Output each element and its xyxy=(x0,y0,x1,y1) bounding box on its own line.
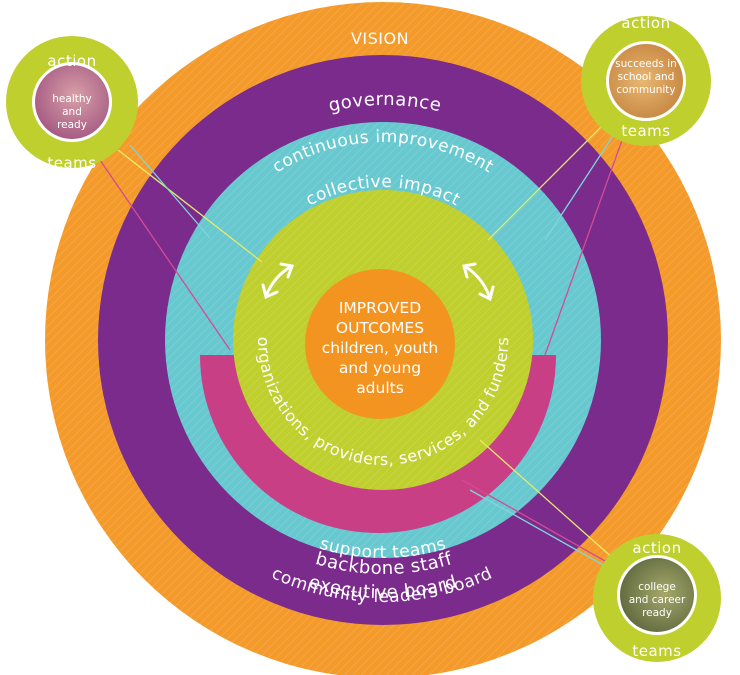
team3-line-1: college xyxy=(638,581,676,593)
team2-line-1: succeeds in xyxy=(615,58,677,70)
center-line-2: OUTCOMES xyxy=(336,319,424,337)
team1-line-3: ready xyxy=(57,119,87,131)
action-team-succeeds-school: action teams succeeds in school and comm… xyxy=(581,14,711,146)
label-vision: VISION xyxy=(351,29,409,48)
double-arrow-left-icon xyxy=(261,262,295,300)
center-line-3: children, youth xyxy=(322,339,438,357)
action-team-healthy-ready: action teams healthy and ready xyxy=(6,36,138,172)
center-line-1: IMPROVED xyxy=(339,299,421,317)
double-arrow-right-icon xyxy=(462,262,495,302)
center-circle xyxy=(305,269,455,419)
center-line-4: and young xyxy=(339,359,421,377)
connector-lines xyxy=(99,117,631,571)
action-team-college-career: action teams college and career ready xyxy=(593,534,721,662)
team3-line-3: ready xyxy=(642,607,672,619)
center-line-5: adults xyxy=(356,379,404,397)
team2-action-label: action xyxy=(621,14,670,32)
team1-action-label: action xyxy=(47,52,96,70)
team1-line-2: and xyxy=(62,106,82,118)
team2-line-3: community xyxy=(616,84,675,96)
team1-teams-label: teams xyxy=(47,154,96,172)
team2-teams-label: teams xyxy=(621,122,670,140)
team3-action-label: action xyxy=(632,539,681,557)
team2-line-2: school and xyxy=(618,71,675,83)
team3-line-2: and career xyxy=(629,594,686,606)
team3-teams-label: teams xyxy=(632,642,681,660)
team1-line-1: healthy xyxy=(52,93,91,105)
